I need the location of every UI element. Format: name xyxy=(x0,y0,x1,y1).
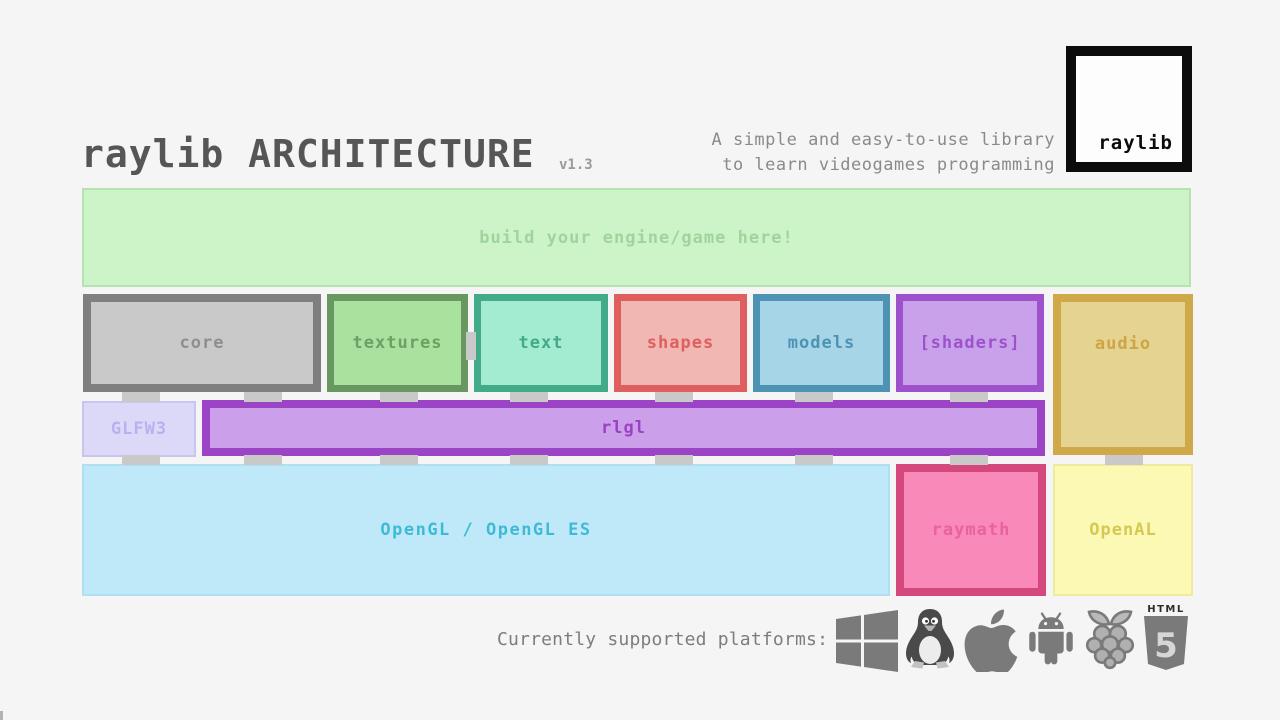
glfw3-label: GLFW3 xyxy=(110,419,168,439)
rlgl-box: rlgl xyxy=(202,400,1045,456)
connector-rlgl-opengl-4 xyxy=(655,455,693,465)
module-text-label: text xyxy=(518,333,564,353)
module-text: text xyxy=(474,294,608,392)
connector-textures-text xyxy=(466,332,476,360)
linux-icon xyxy=(903,608,957,676)
platforms-label: Currently supported platforms: xyxy=(497,629,829,650)
module-audio-label: audio xyxy=(1094,334,1152,354)
connector-rlgl-opengl-2 xyxy=(380,455,418,465)
connector-textures-rlgl xyxy=(380,392,418,402)
module-textures-label: textures xyxy=(352,333,443,353)
raylib-logo: raylib xyxy=(1066,46,1192,172)
connector-rlgl-raymath xyxy=(950,455,988,465)
raymath-box: raymath xyxy=(896,464,1046,596)
raymath-label: raymath xyxy=(931,520,1011,540)
connector-text-rlgl xyxy=(510,392,548,402)
rlgl-label: rlgl xyxy=(601,418,646,438)
module-textures: textures xyxy=(327,294,468,392)
module-models: models xyxy=(753,294,890,392)
tagline: A simple and easy-to-use library to lear… xyxy=(711,128,1055,178)
opengl-label: OpenGL / OpenGL ES xyxy=(380,520,592,540)
opengl-box: OpenGL / OpenGL ES xyxy=(82,464,890,596)
engine-box: build your engine/game here! xyxy=(82,188,1191,287)
raspberry-pi-icon xyxy=(1082,604,1138,678)
apple-icon xyxy=(960,606,1018,676)
connector-rlgl-opengl-3 xyxy=(510,455,548,465)
module-audio: audio xyxy=(1053,294,1193,455)
html5-icon: HTML 5 xyxy=(1142,604,1190,675)
connector-shaders-rlgl xyxy=(950,392,988,402)
module-models-label: models xyxy=(787,333,856,353)
android-icon xyxy=(1022,608,1080,674)
raylib-logo-label: raylib xyxy=(1098,132,1173,154)
module-core-label: core xyxy=(179,333,225,353)
connector-glfw3-opengl xyxy=(122,455,160,465)
connector-models-rlgl xyxy=(795,392,833,402)
html5-icon-top-text: HTML xyxy=(1147,604,1185,615)
openal-box: OpenAL xyxy=(1053,464,1193,596)
tagline-line-1: A simple and easy-to-use library xyxy=(711,130,1055,150)
tagline-line-2: to learn videogames programming xyxy=(722,155,1055,175)
module-shaders: [shaders] xyxy=(896,294,1044,392)
glfw3-box: GLFW3 xyxy=(82,401,196,457)
platform-icons: HTML 5 xyxy=(836,604,1192,676)
openal-label: OpenAL xyxy=(1089,520,1157,540)
engine-box-label: build your engine/game here! xyxy=(479,227,794,248)
html5-icon-number: 5 xyxy=(1154,626,1178,666)
corner-mark xyxy=(0,711,3,720)
connector-audio-openal xyxy=(1105,455,1143,465)
module-shaders-label: [shaders] xyxy=(919,333,1021,353)
connector-core-rlgl xyxy=(244,392,282,402)
module-core: core xyxy=(83,294,321,392)
windows-icon xyxy=(836,610,898,676)
connector-rlgl-opengl-1 xyxy=(244,455,282,465)
page-title: raylib ARCHITECTURE xyxy=(81,132,535,176)
module-shapes: shapes xyxy=(614,294,747,392)
module-shapes-label: shapes xyxy=(646,333,715,353)
connector-rlgl-opengl-5 xyxy=(795,455,833,465)
version-label: v1.3 xyxy=(559,157,593,173)
connector-shapes-rlgl xyxy=(655,392,693,402)
connector-core-glfw3 xyxy=(122,392,160,402)
